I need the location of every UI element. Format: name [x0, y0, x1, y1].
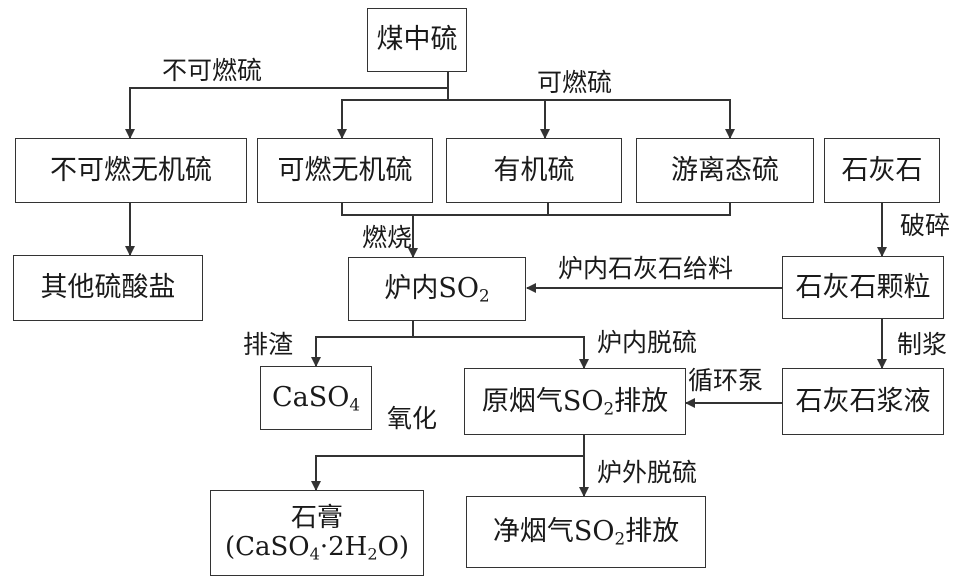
- node-limestone: 石灰石: [824, 138, 940, 203]
- gypsum-formula: (CaSO4·2H2O): [224, 532, 410, 564]
- edge-combustion-merge: [341, 203, 731, 216]
- label-ex-furnace-desulf: 炉外脱硫: [597, 458, 698, 487]
- label-in-furnace-desulf: 炉内脱硫: [597, 328, 698, 357]
- label-furnace-feed: 炉内石灰石给料: [558, 254, 734, 283]
- node-coal-sulfur: 煤中硫: [367, 8, 467, 72]
- label-combustion: 燃烧: [362, 223, 413, 252]
- node-free-sulfur: 游离态硫: [636, 138, 814, 203]
- label-slurry-make: 制浆: [897, 330, 948, 359]
- node-other-sulfates: 其他硫酸盐: [13, 255, 203, 321]
- node-gypsum: 石膏 (CaSO4·2H2O): [210, 490, 424, 576]
- edge-to-free: [545, 99, 735, 139]
- label-combustible: 可燃硫: [537, 68, 613, 97]
- caso4-subscript: 4: [349, 394, 361, 415]
- furnace-so2-subscript: 2: [478, 285, 490, 306]
- label-non-combustible: 不可燃硫: [162, 56, 263, 85]
- label-circ-pump: 循环泵: [688, 366, 764, 395]
- edge-desulf: [413, 336, 589, 369]
- clean-flue-gas-text: 净烟气SO: [492, 516, 615, 548]
- gypsum-name: 石膏: [290, 503, 343, 534]
- node-organic-sulfur: 有机硫: [446, 138, 622, 203]
- node-noncombustible-inorganic-sulfur: 不可燃无机硫: [15, 138, 247, 203]
- node-clean-flue-gas: 净烟气SO2排放: [466, 496, 706, 568]
- edge-slag: [311, 321, 414, 367]
- edge-noncombustible: [125, 72, 449, 139]
- label-oxidation: 氧化: [387, 404, 438, 433]
- raw-flue-gas-subscript: 2: [603, 398, 615, 419]
- label-slag: 排渣: [243, 330, 294, 359]
- label-crush: 破碎: [900, 211, 951, 240]
- node-furnace-so2: 炉内SO2: [348, 257, 526, 321]
- node-limestone-particles: 石灰石颗粒: [782, 256, 944, 319]
- clean-flue-gas-subscript: 2: [614, 528, 626, 549]
- clean-flue-gas-suffix: 排放: [625, 516, 680, 548]
- furnace-so2-text: 炉内SO: [384, 273, 479, 305]
- node-combustible-inorganic-sulfur: 可燃无机硫: [257, 138, 433, 203]
- node-caso4: CaSO4: [260, 366, 372, 430]
- edge-to-organic: [448, 99, 550, 139]
- raw-flue-gas-text: 原烟气SO: [481, 385, 604, 417]
- caso4-text: CaSO: [271, 382, 350, 414]
- edge-oxidation: [311, 435, 585, 491]
- raw-flue-gas-suffix: 排放: [614, 385, 669, 417]
- edge-combustible-bus: [337, 88, 449, 139]
- node-limestone-slurry: 石灰石浆液: [782, 368, 944, 435]
- node-raw-flue-gas: 原烟气SO2排放: [464, 368, 686, 435]
